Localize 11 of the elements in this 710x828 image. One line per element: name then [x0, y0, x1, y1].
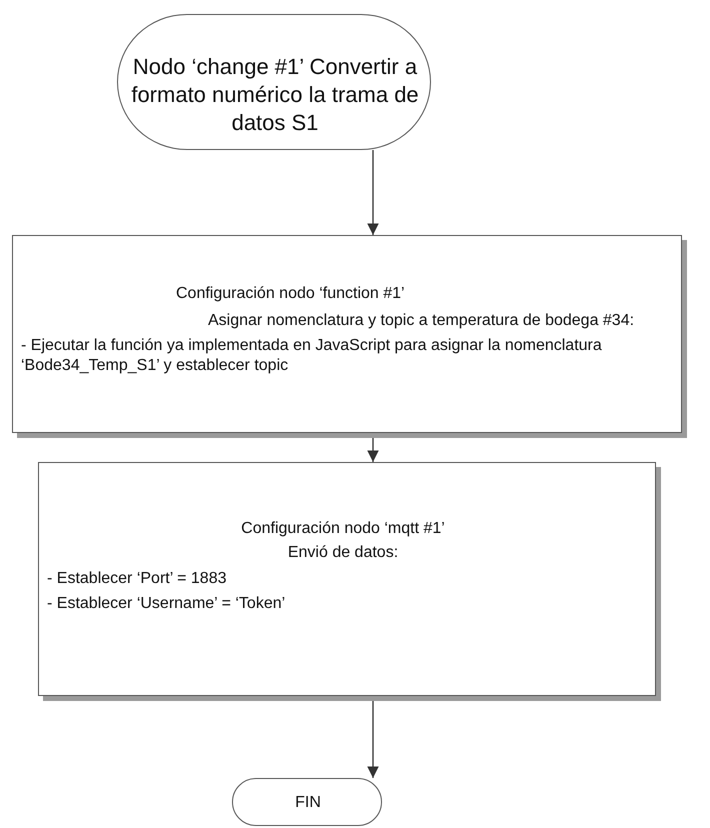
node-label: FIN	[294, 793, 322, 813]
node-text: Asignar nomenclatura y topic a temperatura de bodega #34:	[208, 311, 636, 331]
terminator-shape	[232, 778, 382, 826]
arrow	[367, 150, 379, 235]
node-label: Configuración nodo ‘mqtt #1’	[240, 519, 446, 539]
node-text: - Establecer ‘Username’ = ‘Token’	[47, 594, 286, 614]
node-text: - Ejecutar la función ya implementada en JavaScript para asignar la nomenclatura ‘Bode34_Temp_S1’ y establecer topic	[21, 336, 603, 376]
node-label: Nodo ‘change #1’ Convertir a formato numérico la trama de datos S1	[130, 53, 420, 138]
node-label: Configuración nodo ‘function #1’	[176, 284, 406, 304]
node-text: - Establecer ‘Port’ = 1883	[47, 569, 228, 589]
node-text: Envió de datos:	[286, 543, 400, 563]
